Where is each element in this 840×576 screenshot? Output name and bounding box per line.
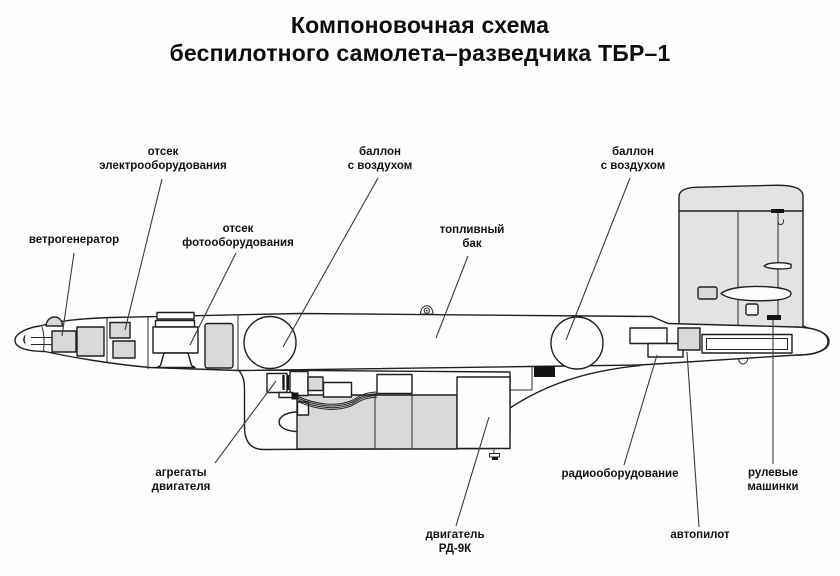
photo-box-right [204,322,234,369]
photo-hatch-bar-2 [154,319,196,328]
page-title: Компоновочная схема беспилотного самолет… [0,11,840,67]
leader-wind-generator [61,252,75,337]
engine-unit-box-3 [307,376,324,392]
fin-servo-box [745,303,759,316]
wind-generator-box [51,330,77,353]
electrical-box-2 [112,340,136,359]
label-radio-equipment: радиооборудование [561,468,679,480]
label-engine-units: агрегаты двигателя [151,467,211,493]
stabilizer-section [720,285,792,302]
leader-photo [189,252,237,346]
radio-box-1 [629,327,668,345]
leader-fuel-tank [435,255,469,339]
tail-fin [678,184,817,365]
hinge-bracket-top [771,209,784,213]
engine-aft-section [456,376,511,450]
engine-unit-box-4 [322,381,353,398]
nose-cap-line [41,326,45,352]
electrical-box-1 [109,321,131,339]
engine-units-group [266,370,353,416]
photo-equipment [152,311,234,369]
trim-tab-section [763,262,792,270]
label-electrical-compartment: отсек электрооборудования [99,146,227,172]
leader-autopilot [686,351,700,528]
label-wind-generator: ветрогенератор [28,234,120,246]
air-bottle-rear-circle [550,316,604,370]
camera-body [152,326,199,354]
label-autopilot: автопилот [670,529,730,541]
tail-cone-fill [795,327,828,355]
fin-equipment-box [697,286,718,300]
title-line-1: Компоновочная схема [290,12,550,38]
hinge-bracket-bottom [767,315,781,320]
nose-crescent [23,334,26,345]
engine-unit-small-bar [278,391,294,399]
photo-hatch-bar-1 [156,311,195,320]
pod-aft-fairing [509,364,641,409]
leader-radio [623,354,658,466]
drain-fitting [489,449,500,460]
camera-mount [156,352,196,369]
label-fuel-tank: топливный бак [439,224,505,250]
engine-unit-bars [282,375,290,390]
engine-unit-fitting [291,392,299,400]
fuselage [14,305,830,391]
leader-engine [455,416,490,527]
wind-generator-box-2 [76,326,105,357]
wing-spar-box [534,366,555,377]
spar-frame-lines [510,366,533,391]
nose-shaft-lines [31,337,52,345]
hinge-hook [777,215,785,226]
air-bottle-front-circle [243,315,297,370]
leader-air-bottle-rear [565,177,631,341]
leader-lines [61,177,774,528]
label-air-bottle-front: баллон с воздухом [347,146,413,172]
engine-top-box [376,373,413,395]
hose-bundle [297,391,378,410]
nose-dome [45,316,64,327]
autopilot-box [677,327,701,351]
leader-electrical [124,178,163,331]
label-engine: двигатель РД-9К [425,529,485,555]
intake-lip [278,411,297,433]
label-air-bottle-rear: баллон с воздухом [600,146,666,172]
servo-box-outer [701,333,793,354]
tail-cone-outline [794,326,829,356]
label-steering-servos: рулевые машинки [747,467,799,493]
leader-engine-units [214,380,277,464]
fuel-filler-cap [419,305,434,315]
fin-outline [678,184,817,341]
title-line-2: беспилотного самолета–разведчика ТБР–1 [169,40,671,66]
engine-pod [238,364,641,460]
label-photo-compartment: отсек фотооборудования [182,223,294,249]
leader-air-bottle-front [282,177,379,348]
servo-box-inner [706,338,788,350]
